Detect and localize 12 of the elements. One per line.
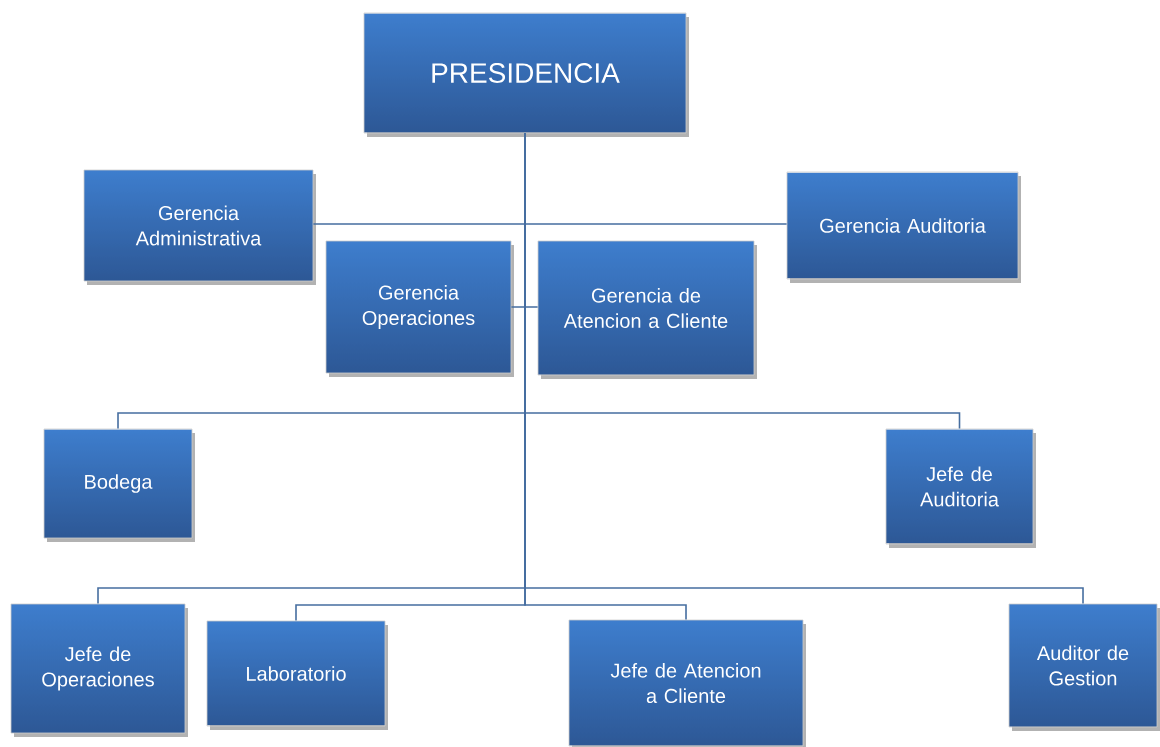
org-box: Laboratorio — [206, 620, 388, 730]
org-box: Gerencia Administrativa — [83, 169, 316, 285]
org-box: Gerencia de Atencion a Cliente — [537, 240, 757, 379]
connector-line — [524, 132, 1084, 605]
org-box: Bodega — [43, 428, 195, 542]
org-box: Gerencia Auditoria — [786, 171, 1021, 283]
org-box: Jefe de Operaciones — [10, 603, 188, 737]
org-box: Jefe de Auditoria — [885, 428, 1036, 548]
org-box: Jefe de Atencion a Cliente — [568, 619, 806, 747]
org-box: PRESIDENCIA — [363, 12, 689, 137]
org-box: Gerencia Operaciones — [325, 240, 514, 377]
org-box: Auditor de Gestion — [1008, 603, 1160, 731]
